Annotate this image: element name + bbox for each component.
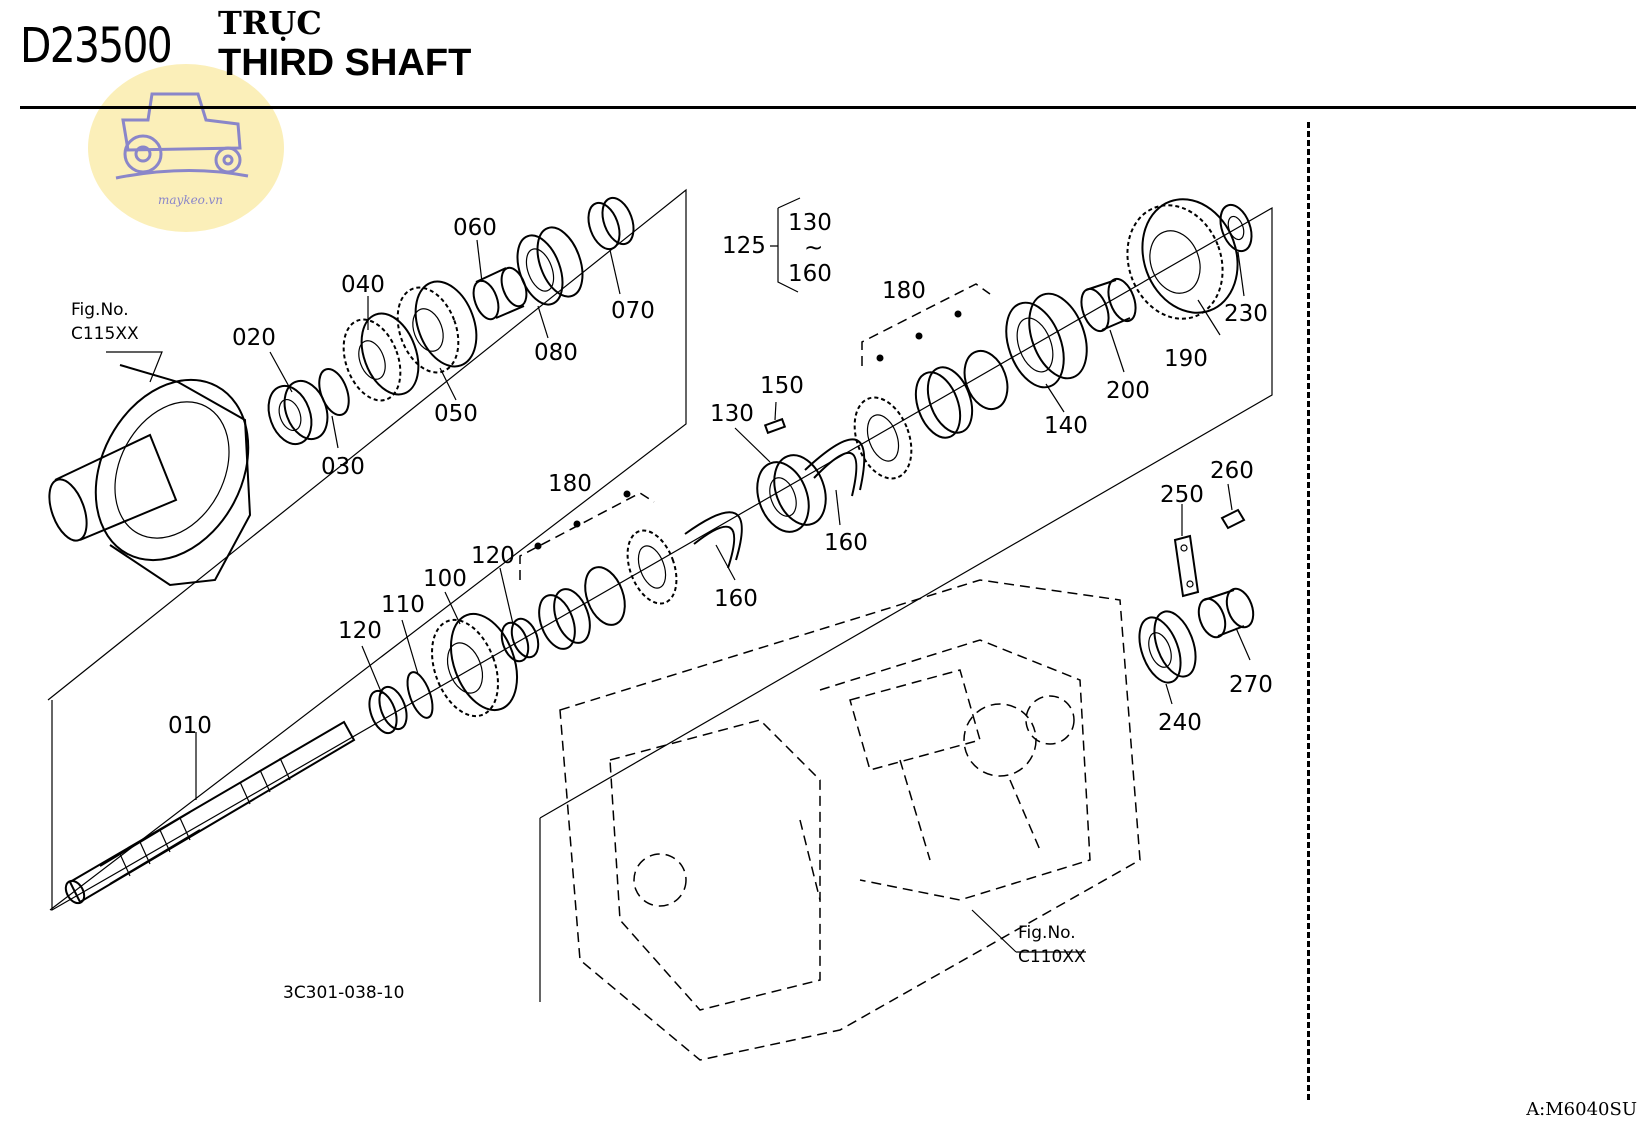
middle-group-frame [51,206,1273,912]
label-060: 060 [453,215,497,241]
ring-120-upper [500,617,540,663]
label-125-from: 130 [788,210,832,236]
bearing-240 [1138,610,1197,684]
label-020: 020 [232,325,276,351]
gear-040 [342,312,420,402]
label-130: 130 [710,401,754,427]
synchro-set-180-lower [538,529,678,650]
hub-130 [756,454,827,533]
label-190: 190 [1164,346,1208,372]
label-160-lower: 160 [714,586,758,612]
label-010: 010 [168,713,212,739]
snap-ring-030 [318,368,350,416]
key-150 [763,417,787,435]
bearing-020 [267,379,329,446]
collar-270 [1197,587,1255,639]
title-vietnamese: TRỤC [218,4,322,42]
label-200: 200 [1106,378,1150,404]
label-070: 070 [611,298,655,324]
label-050: 050 [434,401,478,427]
label-110: 110 [381,592,425,618]
bolt-260 [1220,508,1246,530]
label-080: 080 [534,340,578,366]
watermark-text: maykeo.vn [158,193,223,207]
label-230: 230 [1224,301,1268,327]
label-125-tilde: ~ [804,235,823,261]
gear-050 [396,280,478,374]
flange-hub [48,364,252,587]
label-040: 040 [341,272,385,298]
gear-190 [1126,198,1239,320]
label-180-lower: 180 [548,471,592,497]
bracket-250 [1173,534,1200,598]
leader-lines [106,239,1251,953]
fig-ref-top-line1: Fig.No. [71,300,129,320]
label-180-upper: 180 [882,278,926,304]
label-260: 260 [1210,458,1254,484]
page-divider-dashed [1307,122,1310,1100]
label-160-upper: 160 [824,530,868,556]
label-150: 150 [760,373,804,399]
label-120-lower: 120 [338,618,382,644]
synchro-set-180-upper [853,349,1009,480]
thrust-washer-230 [1219,203,1253,253]
gear-100 [431,612,518,718]
upper-group-frame [47,188,687,911]
sleeve-070 [587,196,635,251]
shifter-sleeve-140 [1005,292,1088,389]
model-footer: A:M6040SU [1526,1099,1637,1120]
watermark-logo: maykeo.vn [88,64,284,232]
section-code: D23500 [20,18,173,74]
needle-bearing-200 [1080,277,1137,333]
part-labels: 010 020 030 040 050 060 070 080 100 110 … [71,210,1273,1003]
needle-bearing-060 [472,266,528,321]
label-100: 100 [423,566,467,592]
fig-ref-bottom-line2: C110XX [1018,947,1086,967]
collar-080 [516,226,584,306]
transmission-housing [559,579,1141,1061]
main-shaft-010 [64,720,356,905]
header-divider [20,106,1636,109]
label-250: 250 [1160,482,1204,508]
drawing-code: 3C301-038-10 [283,983,404,1003]
title-english: THIRD SHAFT [218,42,472,84]
ring-120-lower [368,685,408,735]
callout-bracket-180-lower [519,492,655,580]
callout-bracket-125 [770,197,801,293]
label-125-to: 160 [788,261,832,287]
callout-bracket-180-upper [861,283,991,366]
dot-markers [534,310,962,550]
label-030: 030 [321,454,365,480]
label-140: 140 [1044,413,1088,439]
label-240: 240 [1158,710,1202,736]
label-125: 125 [722,233,766,259]
fig-ref-bottom-line1: Fig.No. [1018,923,1076,943]
label-120-upper: 120 [471,543,515,569]
snap-ring-110 [406,671,434,719]
label-270: 270 [1229,672,1273,698]
tractor-icon: maykeo.vn [115,92,249,207]
spring-ring-160-lower [684,511,743,569]
fig-ref-top-line2: C115XX [71,324,139,344]
